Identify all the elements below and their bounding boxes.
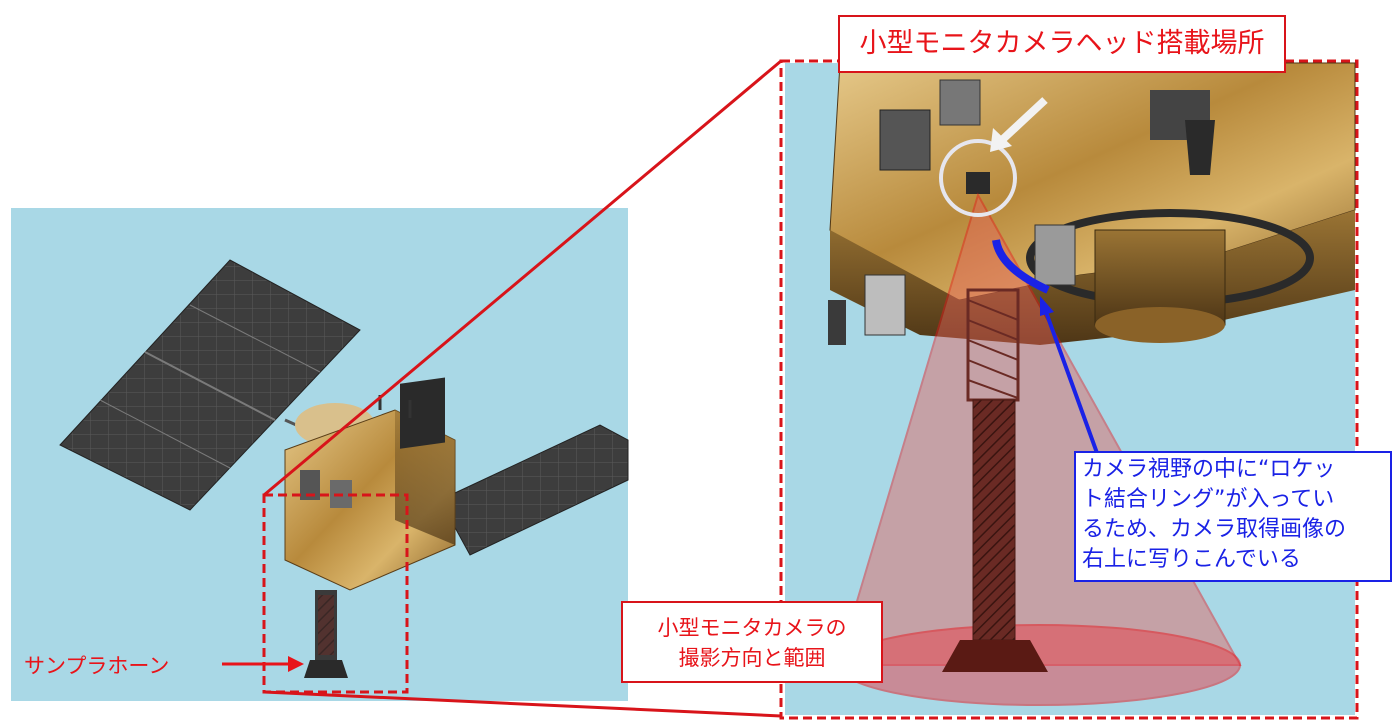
detail-sampler-horn [942,288,1048,672]
sampler-horn-label: サンプラホーン [24,654,170,678]
overview-panel [11,208,629,701]
ring-note-line4: 右上に写りこんでいる [1082,547,1301,572]
ring-note-line2: ト結合リング”が入ってい [1082,487,1335,512]
detail-spacecraft-body [828,62,1356,345]
rocket-ring-highlight [992,239,1050,294]
ring-note-line3: るため、カメラ取得画像の [1082,517,1347,542]
camera-head-location-callout: 小型モニタカメラヘッド搭載場所 [838,15,1286,73]
zoom-region-box [262,493,409,694]
zoom-connector-top [263,59,782,497]
camera-head [966,172,990,194]
camera-head-arrow [990,97,1048,152]
zoom-connector-bottom [263,690,782,718]
camera-head-location-label: 小型モニタカメラヘッド搭載場所 [859,28,1265,59]
camera-head-highlight-circle [939,139,1017,217]
camera-direction-callout: 小型モニタカメラの 撮影方向と範囲 [621,601,883,683]
ring-note-line1: カメラ視野の中に“ロケッ [1082,457,1336,482]
ring-note-arrow [1040,296,1099,454]
sampler-horn-arrow [222,656,304,672]
spacecraft-bus [284,377,456,591]
camera-direction-line1: 小型モニタカメラの [657,616,847,640]
right-solar-array [439,424,629,556]
camera-direction-line2: 撮影方向と範囲 [678,646,826,670]
rocket-ring-note: カメラ視野の中に“ロケッ ト結合リング”が入ってい るため、カメラ取得画像の 右… [1074,451,1392,582]
sampler-horn [304,590,348,678]
